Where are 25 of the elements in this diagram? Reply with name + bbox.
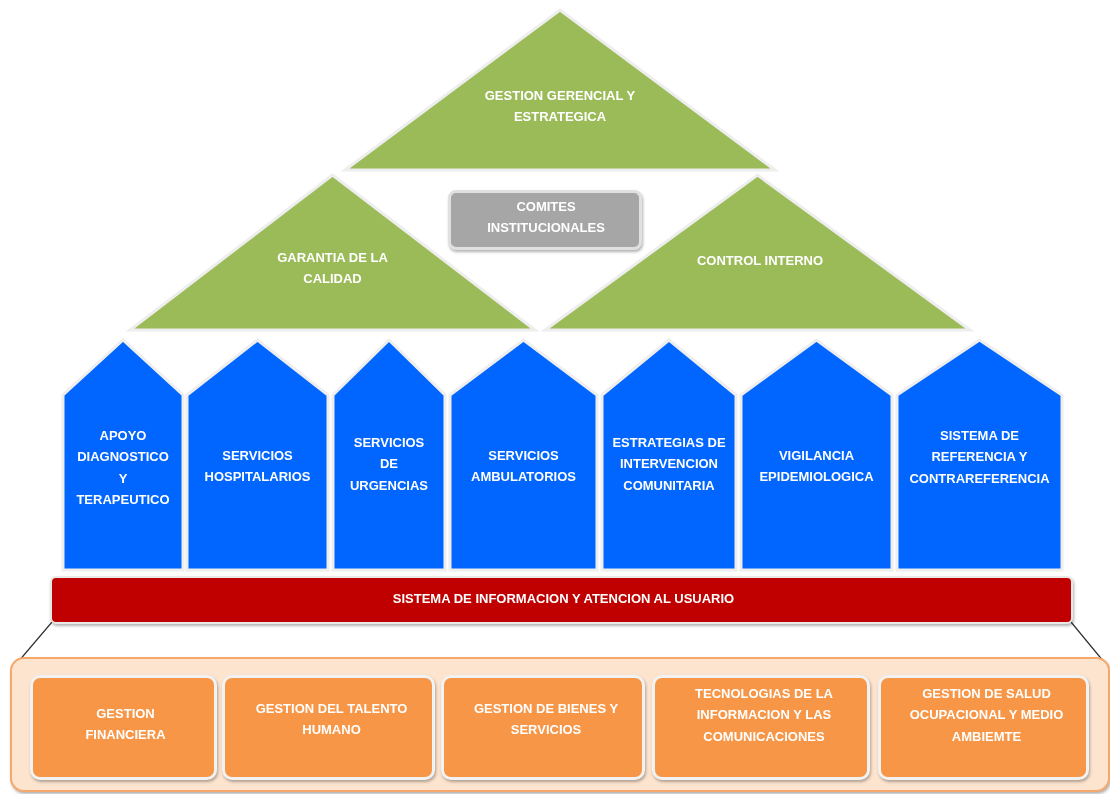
box-label: CONTROL INTERNO bbox=[695, 252, 825, 270]
support-panel bbox=[10, 657, 1110, 792]
information-bar bbox=[50, 576, 1073, 624]
box-label: SISTEMA DE REFERENCIA Y CONTRAREFERENCIA bbox=[908, 427, 1051, 488]
box-label: VIGILANCIA EPIDEMIOLOGICA bbox=[758, 447, 875, 487]
box-label: COMITES INSTITUCIONALES bbox=[486, 198, 606, 238]
box-label: SISTEMA DE INFORMACION Y ATENCION AL USUARIO bbox=[391, 590, 736, 608]
box-label: TECNOLOGIAS DE LA INFORMACION Y LAS COMUNICACIONES bbox=[694, 685, 834, 746]
support-box bbox=[30, 675, 217, 780]
support-box bbox=[222, 675, 435, 780]
box-label: GARANTIA DE LA CALIDAD bbox=[276, 249, 389, 289]
box-label: APOYO DIAGNOSTICO Y TERAPEUTICO bbox=[75, 427, 171, 510]
box-label: GESTION DEL TALENTO HUMANO bbox=[254, 700, 409, 740]
support-box bbox=[878, 675, 1089, 780]
support-box bbox=[652, 675, 870, 780]
box-label: GESTION DE BIENES Y SERVICIOS bbox=[472, 700, 620, 740]
box-label: SERVICIOS AMBULATORIOS bbox=[470, 447, 577, 487]
support-box bbox=[441, 675, 645, 780]
box-label: ESTRATEGIAS DE INTERVENCION COMUNITARIA bbox=[611, 434, 727, 495]
box-label: GESTION DE SALUD OCUPACIONAL Y MEDIO AMBIEMTE bbox=[908, 685, 1065, 746]
box-label: SERVICIOS HOSPITALARIOS bbox=[203, 447, 312, 487]
box-label: GESTION GERENCIAL Y ESTRATEGICA bbox=[483, 87, 637, 127]
committee-box bbox=[448, 190, 642, 250]
box-label: GESTION FINANCIERA bbox=[84, 705, 167, 745]
box-label: SERVICIOS DE URGENCIAS bbox=[349, 434, 429, 495]
